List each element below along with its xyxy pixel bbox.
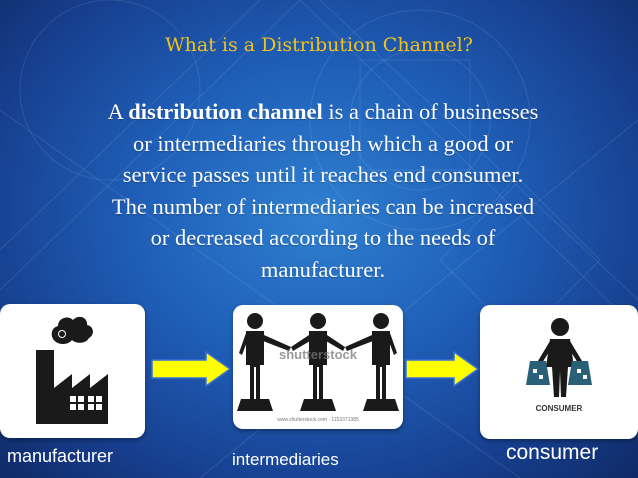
definition-line-3: service passes until it reaches end cons… — [122, 162, 524, 187]
slide-title: What is a Distribution Channel? — [165, 34, 473, 56]
flow-arrow-2-icon — [405, 350, 480, 388]
consumer-card: CONSUMER — [480, 305, 638, 439]
definition-line-4: The number of intermediaries can be incr… — [111, 193, 535, 219]
consumer-label: consumer — [506, 441, 599, 464]
shutterstock-url: www.shutterstock.com · 1153371385 — [277, 417, 359, 423]
shutterstock-watermark: shutterstock — [278, 347, 358, 362]
intermediaries-people-icon — [237, 313, 399, 411]
factory-icon — [36, 316, 108, 424]
definition-paragraph: A distribution channel is a chain of bus… — [28, 96, 618, 285]
definition-line-6: manufacturer. — [260, 256, 386, 282]
intermediaries-card: shutterstock www.shutterstock.com · 1153… — [233, 305, 403, 429]
manufacturer-label: manufacturer — [7, 446, 114, 466]
definition-line-5: or decreased according to the needs of — [150, 225, 496, 250]
intermediaries-label: intermediaries — [232, 450, 339, 469]
consumer-card-caption: CONSUMER — [535, 404, 583, 413]
definition-line-1: is a chain of businesses — [322, 99, 539, 124]
definition-term: distribution channel — [128, 99, 323, 124]
consumer-shopper-icon — [526, 318, 592, 397]
definition-line-2: or intermediaries through which a good o… — [133, 130, 513, 156]
flow-arrow-1-icon — [151, 350, 232, 388]
manufacturer-card — [0, 304, 145, 438]
definition-lead: A — [107, 99, 129, 124]
